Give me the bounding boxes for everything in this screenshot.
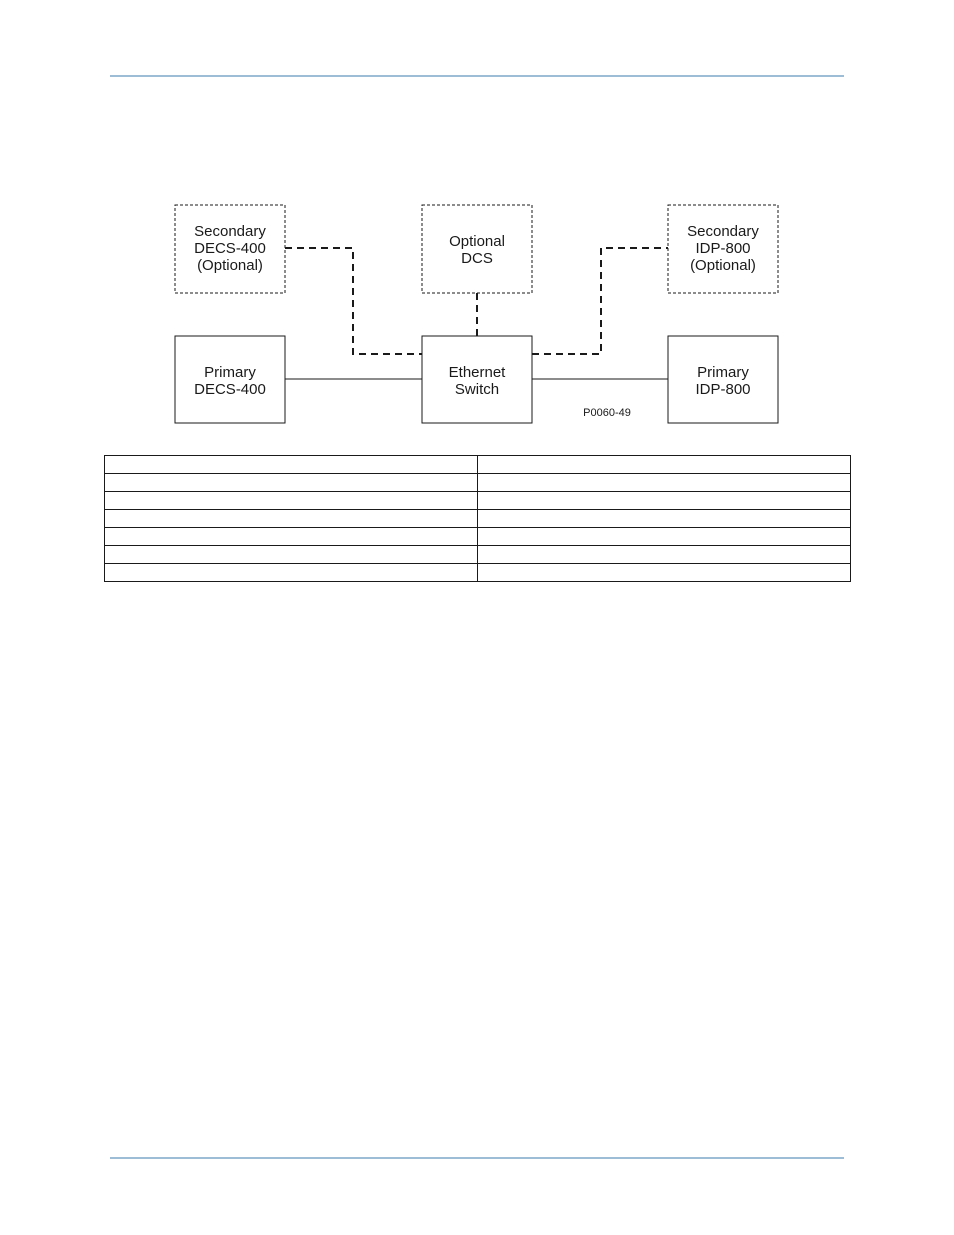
network-diagram: Secondary DECS-400 (Optional) Optional D… bbox=[174, 204, 779, 424]
table-cell bbox=[104, 491, 478, 510]
table-row bbox=[104, 473, 851, 492]
node-primary-decs-line-1: Primary bbox=[204, 364, 256, 381]
figure-code: P0060-49 bbox=[583, 407, 631, 419]
node-secondary-decs-line-3: (Optional) bbox=[197, 257, 263, 274]
table-cell bbox=[104, 509, 478, 528]
header-rule bbox=[110, 75, 844, 77]
node-optional-dcs: Optional DCS bbox=[421, 204, 533, 294]
diagram-connectors bbox=[285, 247, 668, 380]
table-cell bbox=[477, 509, 851, 528]
table-row bbox=[104, 563, 851, 582]
node-primary-decs: Primary DECS-400 bbox=[174, 335, 286, 424]
data-table bbox=[104, 455, 851, 582]
table-cell bbox=[104, 545, 478, 564]
node-ethernet-switch: Ethernet Switch bbox=[421, 335, 533, 424]
table-row bbox=[104, 509, 851, 528]
table-cell bbox=[477, 545, 851, 564]
node-ethernet-switch-line-2: Switch bbox=[455, 381, 499, 398]
table-cell bbox=[477, 527, 851, 546]
table-row bbox=[104, 527, 851, 546]
node-primary-idp: Primary IDP-800 bbox=[667, 335, 779, 424]
node-secondary-idp: Secondary IDP-800 (Optional) bbox=[667, 204, 779, 294]
node-optional-dcs-line-1: Optional bbox=[449, 233, 505, 250]
table-cell bbox=[477, 473, 851, 492]
node-optional-dcs-line-2: DCS bbox=[461, 250, 493, 267]
table-row bbox=[104, 455, 851, 474]
node-secondary-idp-line-2: IDP-800 bbox=[695, 240, 750, 257]
table-cell bbox=[104, 455, 478, 474]
node-secondary-decs: Secondary DECS-400 (Optional) bbox=[174, 204, 286, 294]
node-ethernet-switch-line-1: Ethernet bbox=[449, 364, 507, 381]
table-cell bbox=[477, 455, 851, 474]
table-row bbox=[104, 545, 851, 564]
edge-secondary-decs-to-switch bbox=[285, 247, 422, 355]
footer-rule bbox=[110, 1157, 844, 1159]
table-cell bbox=[477, 491, 851, 510]
table-cell bbox=[104, 527, 478, 546]
table-cell bbox=[104, 563, 478, 582]
table-cell bbox=[104, 473, 478, 492]
node-secondary-idp-line-1: Secondary bbox=[687, 223, 759, 240]
node-primary-idp-line-2: IDP-800 bbox=[695, 381, 750, 398]
node-primary-decs-line-2: DECS-400 bbox=[194, 381, 266, 398]
table-cell bbox=[477, 563, 851, 582]
node-secondary-decs-line-1: Secondary bbox=[194, 223, 266, 240]
node-secondary-decs-line-2: DECS-400 bbox=[194, 240, 266, 257]
edge-secondary-idp-to-switch bbox=[532, 247, 668, 355]
node-primary-idp-line-1: Primary bbox=[697, 364, 749, 381]
table-row bbox=[104, 491, 851, 510]
node-secondary-idp-line-3: (Optional) bbox=[690, 257, 756, 274]
